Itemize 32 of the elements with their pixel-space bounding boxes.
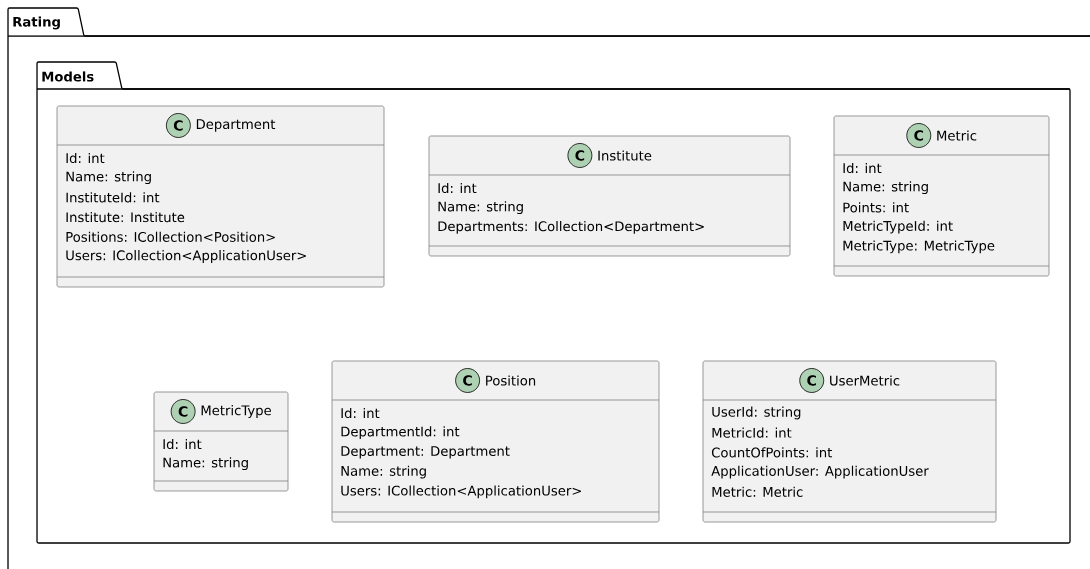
attribute-text: UserId: string <box>712 406 801 420</box>
attribute-text: Department: Department <box>341 446 510 459</box>
attribute-text: Positions: ICollection<Position> <box>66 231 275 242</box>
attribute-text: MetricId: int <box>712 427 792 438</box>
attribute-text: ApplicationUser: ApplicationUser <box>711 465 929 479</box>
attribute-text: Id: int <box>66 152 105 164</box>
class-name: MetricType <box>201 405 271 418</box>
attribute-text: Name: string <box>438 201 523 215</box>
attribute-text: MetricTypeId: int <box>843 220 953 234</box>
attribute-text: Metric: Metric <box>712 486 803 497</box>
attribute-text: Name: string <box>163 457 248 471</box>
attribute-text: Id: int <box>163 438 202 450</box>
attribute-text: Id: int <box>438 182 477 194</box>
attribute-text: Institute: Institute <box>66 212 185 223</box>
attribute-text: Departments: ICollection<Department> <box>438 221 704 234</box>
class-name: Department <box>196 119 276 132</box>
attribute-text: InstituteId: int <box>66 192 160 203</box>
class-name: Position <box>486 375 536 386</box>
class-name: UserMetric <box>830 375 900 386</box>
attribute-text: CountOfPoints: int <box>711 447 833 458</box>
attribute-text: Points: int <box>843 202 909 213</box>
class-name: Metric <box>937 130 977 141</box>
attribute-text: Name: string <box>66 171 151 185</box>
class-name: Institute <box>598 150 652 161</box>
attribute-text: Name: string <box>843 181 928 195</box>
attribute-text: Id: int <box>341 407 380 419</box>
attribute-text: Users: ICollection<ApplicationUser> <box>66 250 306 263</box>
attribute-text: Id: int <box>843 162 882 174</box>
attribute-text: Users: ICollection<ApplicationUser> <box>341 485 581 499</box>
attribute-text: Name: string <box>341 465 426 479</box>
attribute-text: DepartmentId: int <box>341 426 460 440</box>
attribute-text: MetricType: MetricType <box>843 240 995 254</box>
